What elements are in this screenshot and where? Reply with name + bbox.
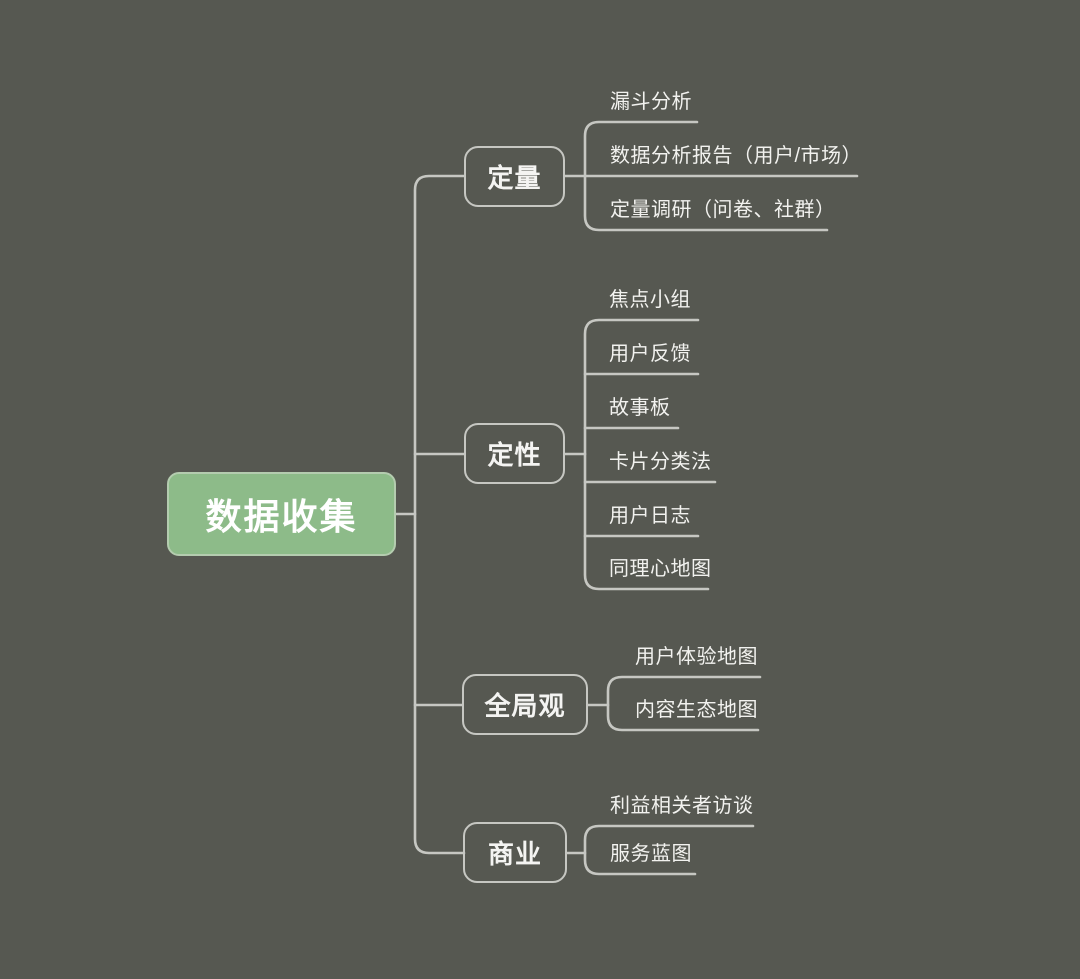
leaf-user-feedback[interactable]: 用户反馈 (609, 343, 691, 365)
branch-node-quantitative[interactable]: 定量 (464, 146, 565, 207)
leaf-quantitative-survey[interactable]: 定量调研（问卷、社群） (610, 199, 836, 221)
leaf-content-ecosystem-map[interactable]: 内容生态地图 (635, 699, 758, 721)
branch-label: 定性 (487, 440, 542, 470)
branch-label: 商业 (487, 839, 542, 869)
connector-holistic-outer (606, 675, 762, 732)
root-node-label: 数据收集 (205, 496, 358, 537)
branch-label: 全局观 (484, 691, 566, 721)
branch-node-business[interactable]: 商业 (463, 822, 567, 883)
connector-trunk (413, 174, 466, 855)
leaf-empathy-map[interactable]: 同理心地图 (609, 558, 712, 580)
leaf-service-blueprint[interactable]: 服务蓝图 (610, 843, 692, 865)
branch-node-holistic[interactable]: 全局观 (462, 674, 588, 735)
leaf-user-experience-map[interactable]: 用户体验地图 (635, 646, 758, 668)
leaf-user-diary[interactable]: 用户日志 (609, 505, 691, 527)
leaf-data-analysis-report[interactable]: 数据分析报告（用户/市场） (610, 145, 863, 167)
leaf-funnel-analysis[interactable]: 漏斗分析 (610, 91, 692, 113)
branch-node-qualitative[interactable]: 定性 (464, 423, 565, 484)
branch-label: 定量 (487, 163, 542, 193)
leaf-storyboard[interactable]: 故事板 (609, 397, 671, 419)
connector-qualitative-outer (583, 318, 710, 591)
root-node-data-collection[interactable]: 数据收集 (167, 472, 396, 556)
connector-business-outer (583, 824, 755, 876)
connector-quantitative-outer (583, 120, 829, 232)
leaf-focus-group[interactable]: 焦点小组 (609, 289, 691, 311)
leaf-card-sorting[interactable]: 卡片分类法 (609, 451, 712, 473)
leaf-stakeholder-interview[interactable]: 利益相关者访谈 (610, 795, 754, 817)
